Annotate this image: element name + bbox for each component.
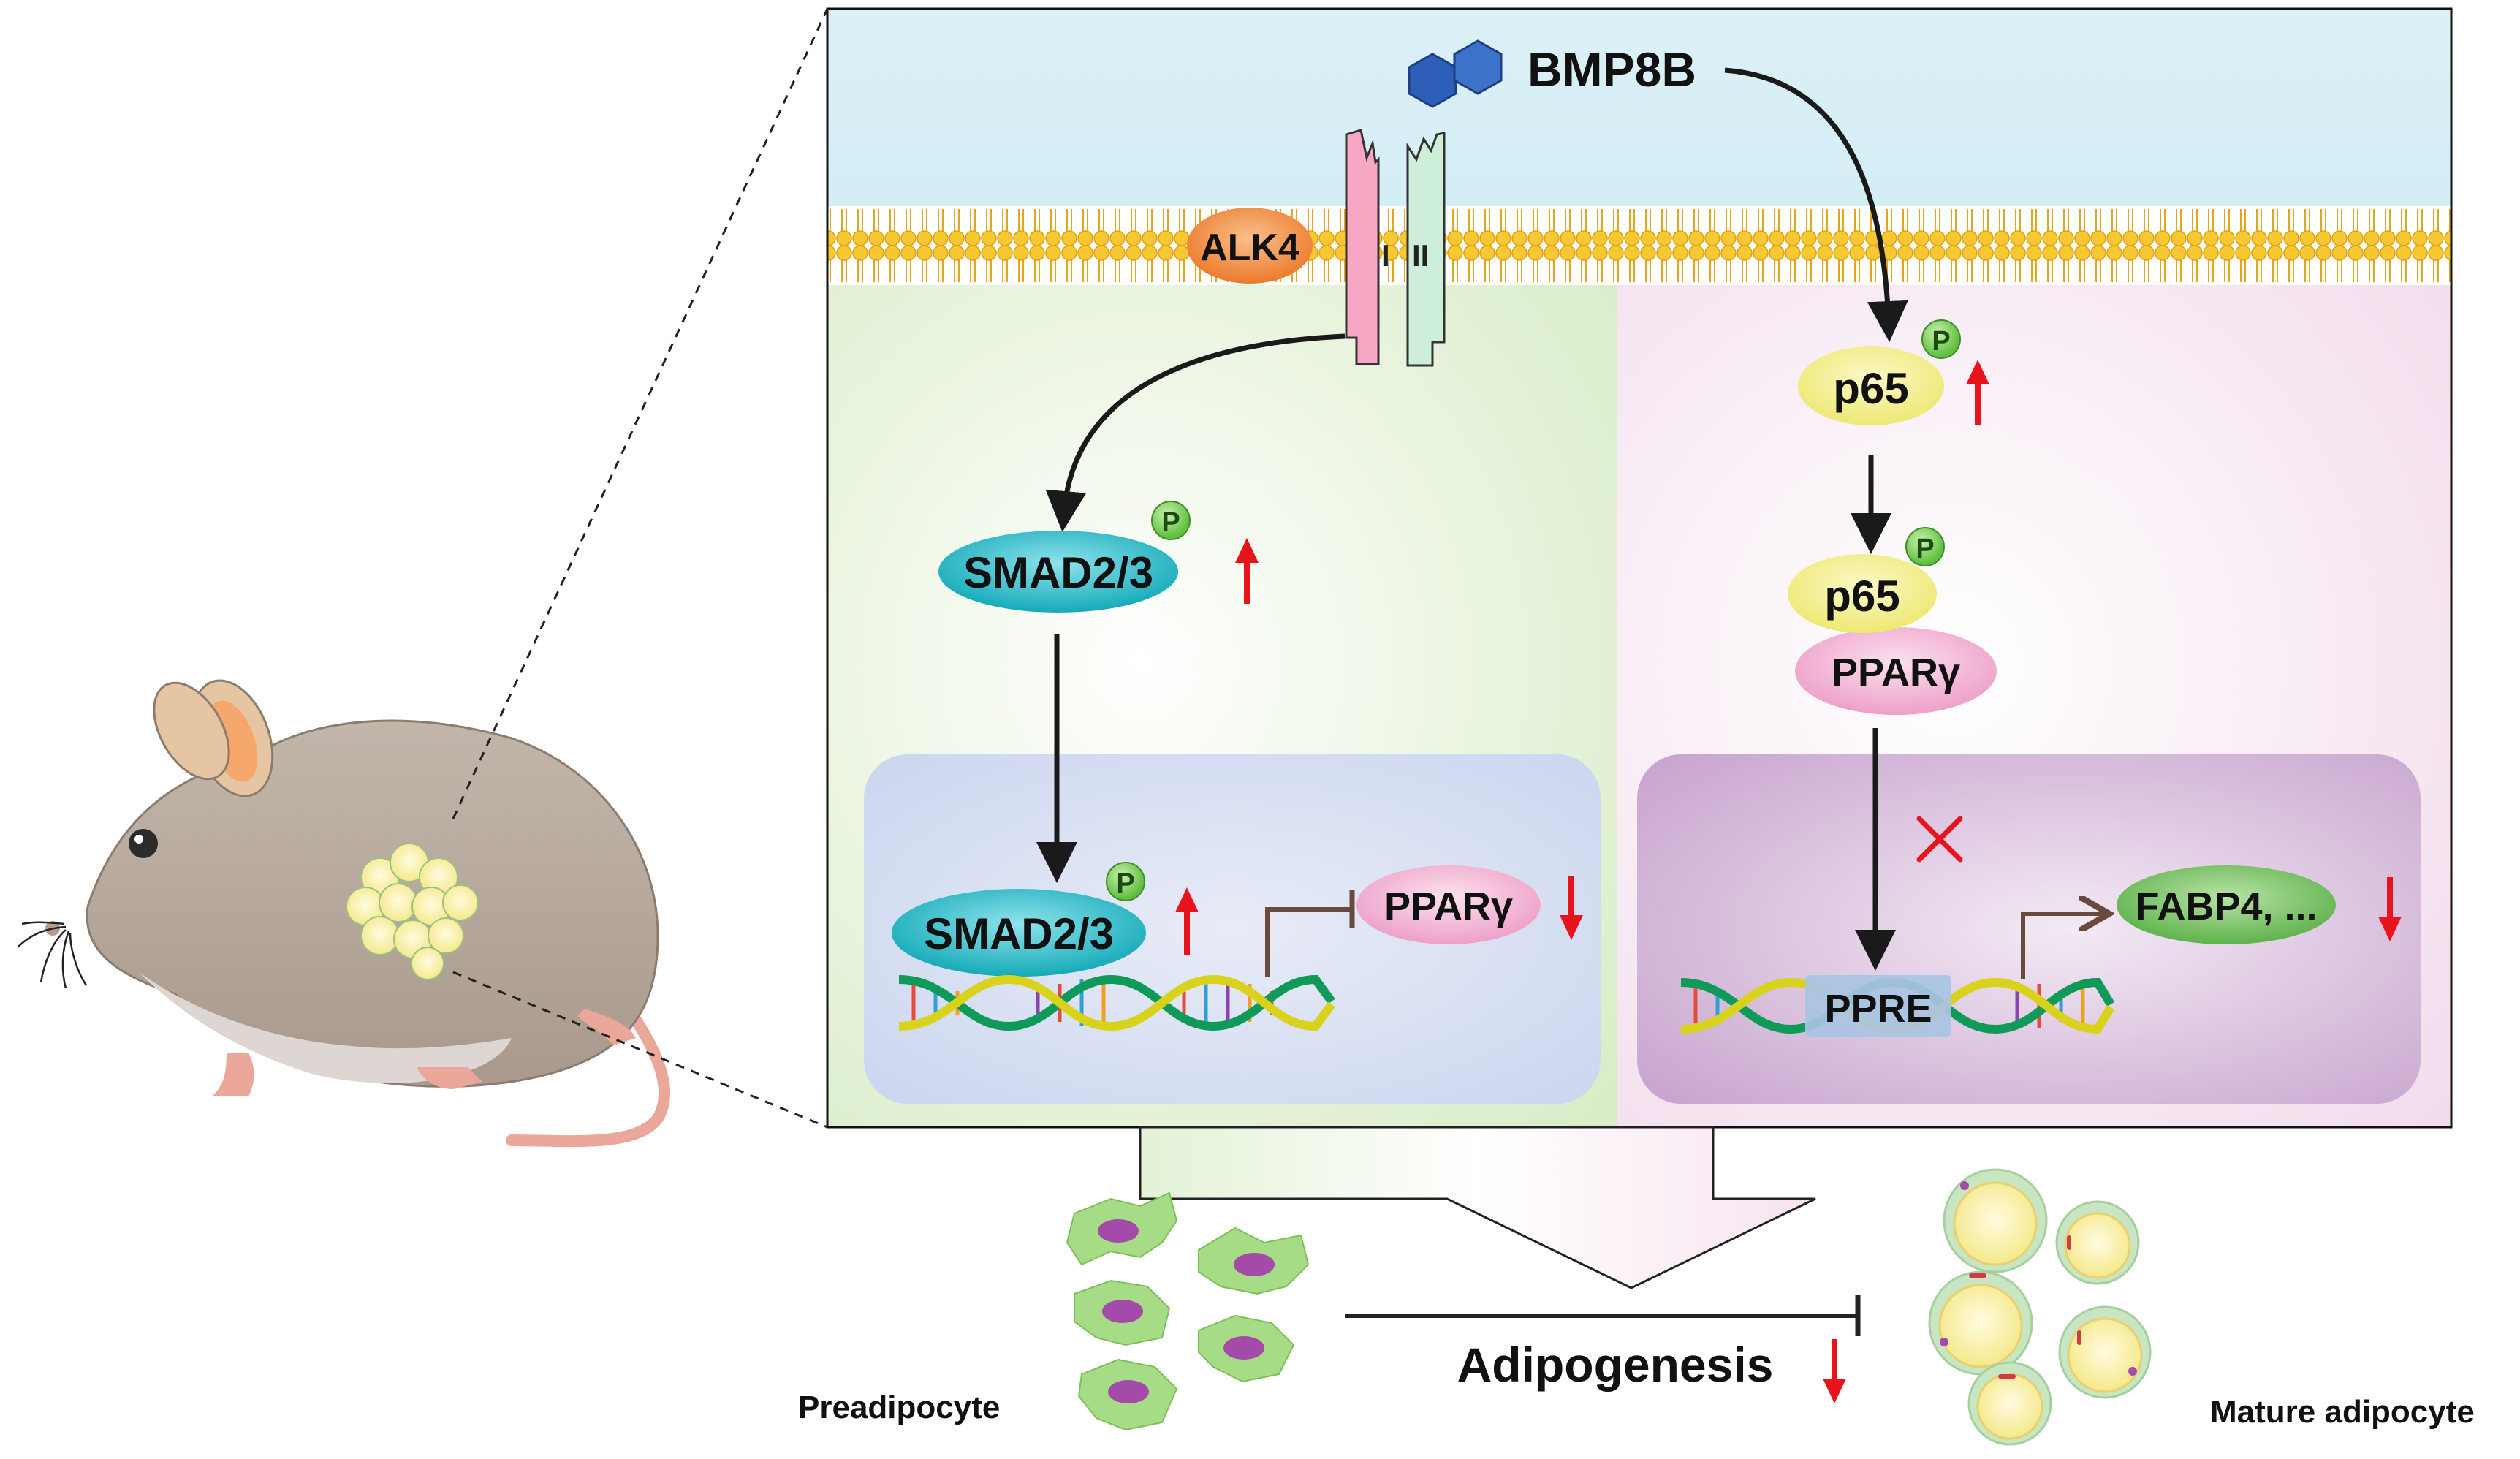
extracellular-space xyxy=(827,9,2451,206)
smad-nuc-label: SMAD2/3 xyxy=(924,909,1114,958)
ppre-activation-arrow xyxy=(2021,914,2105,979)
phospho-icon xyxy=(1905,527,1945,566)
cell-panel xyxy=(826,7,2453,1129)
up-arrow-icon xyxy=(1235,538,1259,604)
smad-nuclear: SMAD2/3 P xyxy=(892,862,1146,977)
phospho-label: P xyxy=(1916,534,1934,564)
ppar-right-label: PPARγ xyxy=(1832,651,1960,694)
pathway-arrows xyxy=(1036,67,1908,971)
up-arrow-icon xyxy=(1966,360,1989,425)
regulation-arrows xyxy=(1175,360,2402,1403)
phospho-label: P xyxy=(1161,507,1180,538)
phospho-label: P xyxy=(1116,868,1134,899)
preadipocyte-label: Preadipocyte xyxy=(798,1390,1000,1425)
down-arrow-icon xyxy=(2378,877,2402,941)
bmp8b-to-p65-arrow xyxy=(1724,67,1908,342)
receptor-complex: I II ALK4 xyxy=(1187,129,1446,367)
phospho-icon xyxy=(1151,501,1191,540)
adipogenesis-label: Adipogenesis xyxy=(1457,1338,1774,1392)
ppre-box xyxy=(1805,975,1951,1037)
smad-repression-line xyxy=(1265,907,1351,977)
alk4-label: ALK4 xyxy=(1200,227,1299,269)
mature-adipocyte-label: Mature adipocyte xyxy=(2210,1394,2475,1430)
smad-nuc-node xyxy=(892,889,1146,977)
outcome-funnel xyxy=(1139,1126,1816,1289)
up-arrow-icon xyxy=(1175,887,1199,955)
phospho-icon xyxy=(1921,319,1961,359)
receptor-to-smad-arrow xyxy=(1045,333,1346,532)
p65-top-label: p65 xyxy=(1833,364,1908,413)
bmp8b-ligand: BMP8B xyxy=(1408,39,1696,108)
down-arrow-icon xyxy=(1823,1339,1846,1403)
down-arrow-icon xyxy=(1560,876,1583,940)
p65-complex-node xyxy=(1788,554,1937,633)
fat-depot-icon xyxy=(346,843,479,980)
ppar-left-node xyxy=(1356,865,1541,944)
bmp8b-label: BMP8B xyxy=(1527,42,1696,96)
fabp4: FABP4, ... xyxy=(2117,865,2336,944)
smad-cytoplasmic: SMAD2/3 P xyxy=(938,501,1191,613)
smad-cyto-node xyxy=(938,531,1178,613)
ppar-left: PPARγ xyxy=(1356,865,1541,944)
cell-membrane xyxy=(827,205,2451,287)
type-ii-receptor xyxy=(1406,132,1446,367)
p65-complex-label: p65 xyxy=(1824,572,1900,621)
p65-top: p65 P xyxy=(1798,319,1961,425)
preadipocyte-cluster xyxy=(1066,1191,1310,1431)
blocked-cross-icon xyxy=(1916,816,1963,863)
ppar-right-node xyxy=(1795,627,1997,715)
phospho-label: P xyxy=(1932,326,1950,357)
type-i-receptor xyxy=(1345,129,1380,365)
mouse-illustration xyxy=(17,679,670,1148)
p65-ppar-complex: PPARγ p65 P xyxy=(1788,527,1997,715)
alk4-node xyxy=(1187,208,1313,284)
zoom-lines xyxy=(452,8,829,1129)
type-i-label: I xyxy=(1381,238,1390,273)
ppre-label: PPRE xyxy=(1824,987,1932,1031)
type-ii-label: II xyxy=(1412,238,1429,273)
fabp4-label: FABP4, ... xyxy=(2135,884,2317,928)
phospho-icon xyxy=(1106,862,1145,901)
ligand-hexagon-icon xyxy=(1408,53,1457,108)
fabp4-node xyxy=(2117,865,2336,944)
dna-right: PPRE xyxy=(1680,975,2115,1037)
smad-cyto-label: SMAD2/3 xyxy=(963,548,1153,597)
dna-left xyxy=(898,974,1335,1031)
ligand-hexagon-icon xyxy=(1453,39,1503,95)
p65-top-node xyxy=(1798,346,1944,425)
mature-adipocyte-cluster xyxy=(1928,1168,2152,1446)
ppar-left-label: PPARγ xyxy=(1384,884,1513,928)
